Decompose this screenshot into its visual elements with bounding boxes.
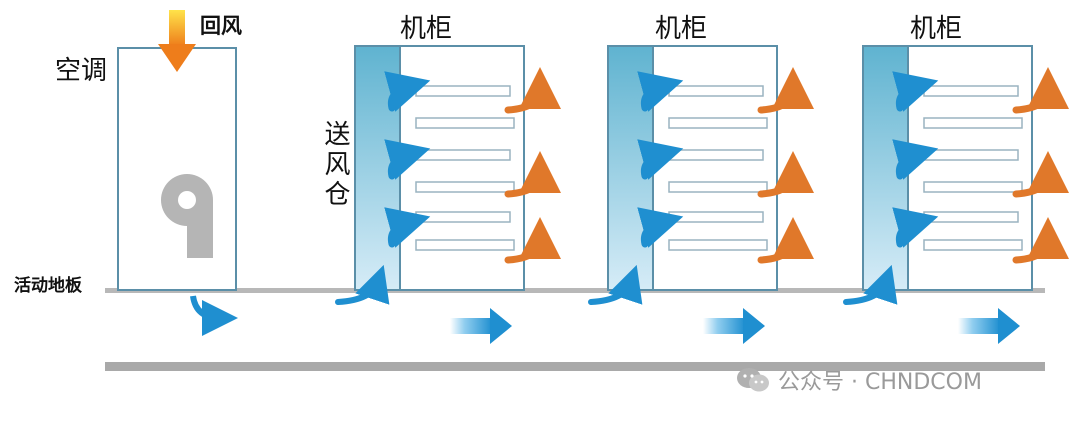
- server-slat: [923, 149, 1019, 161]
- exhaust-arrow-icon: [1012, 217, 1069, 264]
- ac-outflow-arrow-icon: [190, 295, 238, 336]
- server-slat: [668, 211, 764, 223]
- raised-floor-label: 活动地板: [14, 276, 82, 296]
- cabinet-label-2: 机柜: [655, 14, 708, 44]
- return-air-arrow-icon: [158, 10, 196, 72]
- plenum-label: 送风仓: [320, 120, 350, 210]
- exhaust-arrow-icon: [757, 151, 814, 198]
- watermark-text: 公众号 · CHNDCOM: [778, 370, 982, 395]
- ac-label: 空调: [55, 56, 108, 86]
- exhaust-arrow-icon: [757, 217, 814, 264]
- cabinet-label-1: 机柜: [400, 14, 453, 44]
- server-slat: [923, 85, 1019, 97]
- intake-arrow-icon: [637, 139, 684, 180]
- cabinet-assembly-2: [588, 45, 814, 344]
- cabinet-frame: [652, 45, 778, 291]
- intake-arrow-icon: [637, 71, 684, 112]
- server-slat: [415, 85, 511, 97]
- raised-floor-line: [105, 288, 1045, 293]
- underfloor-flow-arrow-icon: [490, 308, 512, 344]
- server-slat: [668, 85, 764, 97]
- exhaust-arrow-icon: [504, 217, 561, 264]
- cabinet-label-3: 机柜: [910, 14, 963, 44]
- cabinet-assembly-1: [335, 45, 561, 344]
- server-slat: [668, 149, 764, 161]
- server-slat: [923, 239, 1023, 251]
- cabinet-frame: [907, 45, 1033, 291]
- subfloor-slab: [105, 362, 1045, 371]
- server-slat: [415, 239, 515, 251]
- floor-intake-arrow-icon: [588, 264, 643, 305]
- server-slat: [923, 211, 1019, 223]
- exhaust-arrow-icon: [1012, 67, 1069, 114]
- underfloor-flow-arrow-icon: [998, 308, 1020, 344]
- underfloor-flow-arrow-body: [450, 318, 492, 334]
- intake-arrow-icon: [892, 207, 939, 248]
- return-air-label: 回风: [200, 14, 242, 38]
- intake-arrow-icon: [637, 207, 684, 248]
- underfloor-flow-arrow-icon: [743, 308, 765, 344]
- intake-arrow-icon: [892, 71, 939, 112]
- watermark: 公众号 · CHNDCOM: [736, 364, 982, 396]
- exhaust-arrow-icon: [504, 151, 561, 198]
- server-slat: [923, 181, 1023, 193]
- server-slat: [415, 211, 511, 223]
- intake-arrow-icon: [892, 139, 939, 180]
- wechat-logo-icon: [737, 368, 769, 392]
- exhaust-arrow-icon: [1012, 151, 1069, 198]
- server-slat: [668, 181, 768, 193]
- server-slat: [668, 117, 768, 129]
- underfloor-flow-arrow-body: [703, 318, 745, 334]
- server-slat: [415, 181, 515, 193]
- exhaust-arrow-icon: [757, 67, 814, 114]
- exhaust-arrow-icon: [504, 67, 561, 114]
- server-slat: [668, 239, 768, 251]
- intake-arrow-icon: [384, 207, 431, 248]
- floor-intake-arrow-icon: [843, 264, 898, 305]
- cabinet-frame: [399, 45, 525, 291]
- intake-arrow-icon: [384, 71, 431, 112]
- server-slat: [923, 117, 1023, 129]
- floor-intake-arrow-icon: [335, 264, 390, 305]
- intake-arrow-icon: [384, 139, 431, 180]
- server-slat: [415, 117, 515, 129]
- ac-unit-frame: [117, 47, 237, 291]
- cabinet-assembly-3: [843, 45, 1069, 344]
- fan-icon: [161, 174, 213, 258]
- underfloor-flow-arrow-body: [958, 318, 1000, 334]
- server-slat: [415, 149, 511, 161]
